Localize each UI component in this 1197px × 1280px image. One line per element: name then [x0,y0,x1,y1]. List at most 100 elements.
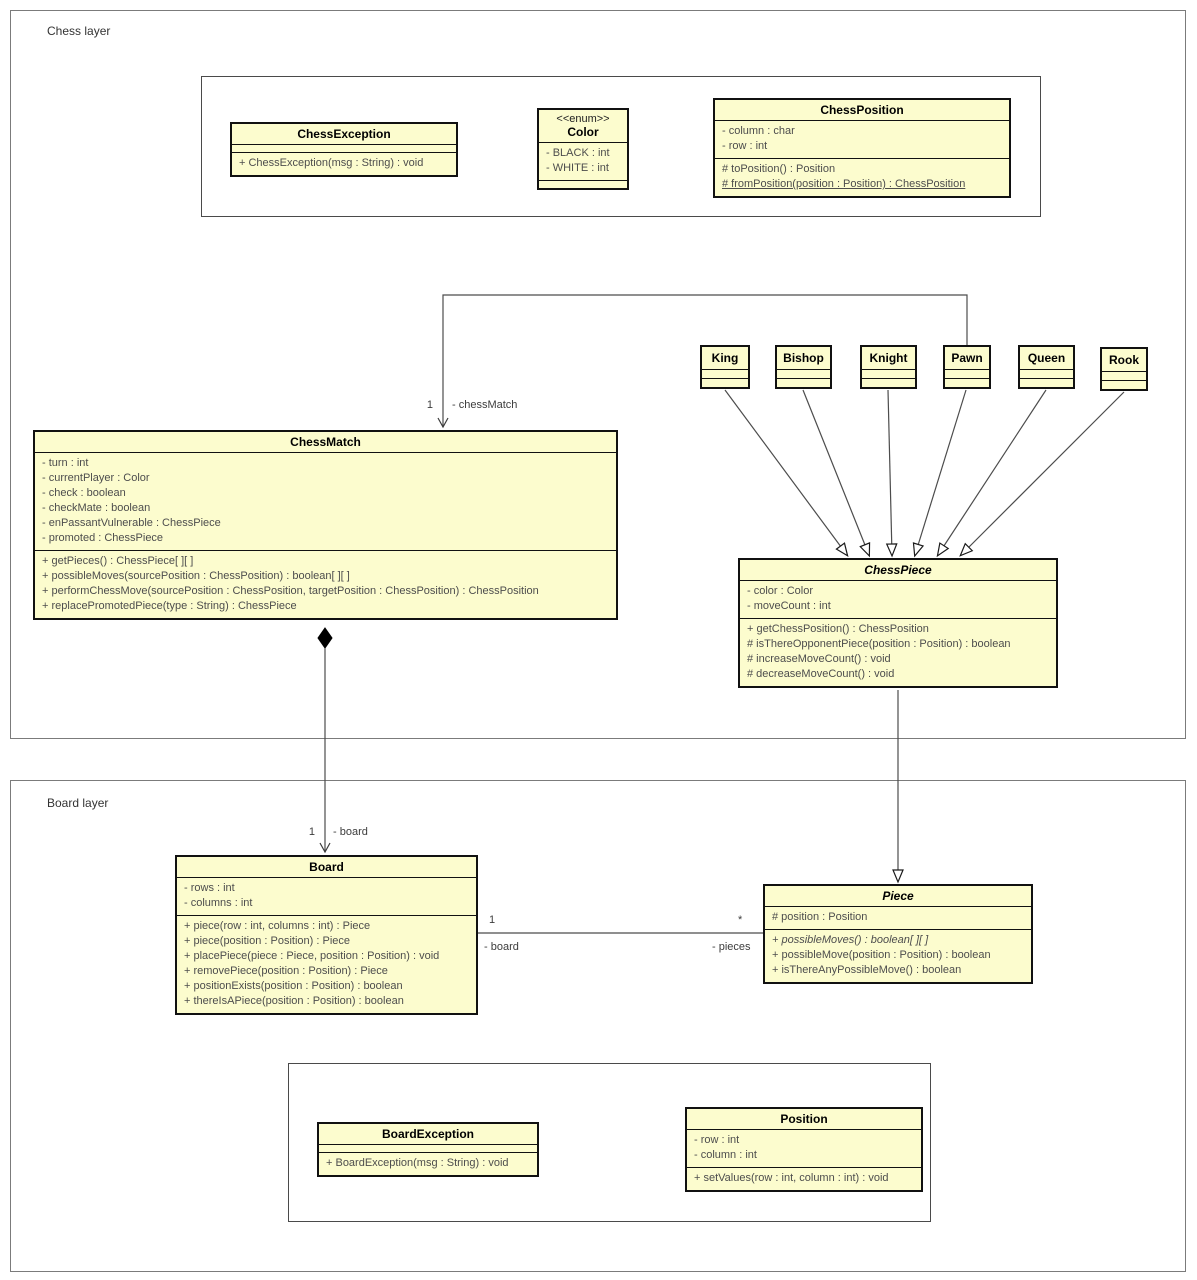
method: + getChessPosition() : ChessPosition [747,623,929,635]
class-title: Position [780,1112,828,1126]
methods-compartment-empty [539,180,627,188]
attribute: - column : char [722,125,795,137]
class-position: Position - row : int - column : int + se… [685,1107,923,1192]
method: # isThereOpponentPiece(position : Positi… [747,638,1011,650]
class-title: ChessPiece [864,563,932,577]
method: + getPieces() : ChessPiece[ ][ ] [42,555,194,567]
class-king: King [700,345,750,389]
methods-compartment-empty [777,378,830,387]
method: # toPosition() : Position [722,163,836,175]
attribute: - row : int [694,1134,740,1146]
method: + thereIsAPiece(position : Position) : b… [184,995,404,1007]
pawn-chessmatch-role: - chessMatch [452,399,518,411]
chess-layer-label: Chess layer [47,24,111,38]
class-chess-match: ChessMatch - turn : int - currentPlayer … [33,430,618,620]
class-title: ChessMatch [290,435,361,449]
methods-compartment: + possibleMoves() : boolean[ ][ ] + poss… [765,929,1031,982]
class-knight: Knight [860,345,917,389]
method: # decreaseMoveCount() : void [747,668,895,680]
board-piece-multiplicity-board-end: 1 [489,914,496,926]
attribute: - checkMate : boolean [42,502,151,514]
board-piece-role-board-end: - board [484,941,519,953]
method: + piece(position : Position) : Piece [184,935,351,947]
attributes-compartment: # position : Position [765,906,1031,929]
method: + possibleMove(position : Position) : bo… [772,949,991,961]
board-layer-label: Board layer [47,796,109,810]
class-title: Color [567,125,599,139]
attributes-compartment-empty [862,369,915,378]
match-board-multiplicity: 1 [308,826,315,838]
attributes-compartment-empty [777,369,830,378]
method: + piece(row : int, columns : int) : Piec… [184,920,371,932]
board-piece-role-piece-end: - pieces [712,941,751,953]
board-layer-frame [10,780,1186,1272]
method: + performChessMove(sourcePosition : Ches… [42,585,539,597]
class-queen: Queen [1018,345,1075,389]
class-chess-position: ChessPosition - column : char - row : in… [713,98,1011,198]
attributes-compartment: - turn : int - currentPlayer : Color - c… [35,452,616,550]
class-pawn: Pawn [943,345,991,389]
attributes-compartment: - BLACK : int - WHITE : int [539,142,627,180]
class-board-exception: BoardException + BoardException(msg : St… [317,1122,539,1177]
class-title: Bishop [783,351,824,365]
methods-compartment: + getChessPosition() : ChessPosition # i… [740,618,1056,686]
attribute: - turn : int [42,457,89,469]
attribute: - enPassantVulnerable : ChessPiece [42,517,221,529]
method: + positionExists(position : Position) : … [184,980,403,992]
attribute: - check : boolean [42,487,126,499]
attributes-compartment-empty [1020,369,1073,378]
class-chess-exception: ChessException + ChessException(msg : St… [230,122,458,177]
methods-compartment-empty [1102,380,1146,389]
pawn-chessmatch-multiplicity: 1 [426,399,433,411]
class-chess-piece: ChessPiece - color : Color - moveCount :… [738,558,1058,688]
method-static: # fromPosition(position : Position) : Ch… [722,178,966,190]
method-abstract: + possibleMoves() : boolean[ ][ ] [772,934,929,946]
methods-compartment: + piece(row : int, columns : int) : Piec… [177,915,476,1013]
class-title: Queen [1027,351,1066,365]
chess-layer-frame [10,10,1186,739]
attributes-compartment-empty [1102,371,1146,380]
attribute: # position : Position [772,911,868,923]
class-title: Board [309,860,344,874]
attributes-compartment-empty [319,1144,537,1152]
method: + ChessException(msg : String) : void [239,157,424,169]
attributes-compartment: - color : Color - moveCount : int [740,580,1056,618]
methods-compartment: + ChessException(msg : String) : void [232,152,456,175]
attribute: - moveCount : int [747,600,831,612]
class-title: ChessPosition [820,103,904,117]
class-bishop: Bishop [775,345,832,389]
class-title: ChessException [297,127,391,141]
class-title: Knight [869,351,908,365]
attribute: - row : int [722,140,768,152]
method: + setValues(row : int, column : int) : v… [694,1172,889,1184]
attributes-compartment: - row : int - column : int [687,1129,921,1167]
attribute: - BLACK : int [546,147,610,159]
methods-compartment-empty [1020,378,1073,387]
attribute: - promoted : ChessPiece [42,532,164,544]
methods-compartment: + setValues(row : int, column : int) : v… [687,1167,921,1190]
attributes-compartment-empty [702,369,748,378]
class-board: Board - rows : int - columns : int + pie… [175,855,478,1015]
attribute: - rows : int [184,882,235,894]
board-utils-groupbox [288,1063,931,1222]
attribute: - WHITE : int [546,162,609,174]
methods-compartment: + BoardException(msg : String) : void [319,1152,537,1175]
method: # increaseMoveCount() : void [747,653,891,665]
attribute: - columns : int [184,897,253,909]
match-board-role: - board [333,826,368,838]
attributes-compartment: - column : char - row : int [715,120,1009,158]
class-title: King [711,351,739,365]
attributes-compartment: - rows : int - columns : int [177,877,476,915]
class-rook: Rook [1100,347,1148,391]
method: + isThereAnyPossibleMove() : boolean [772,964,962,976]
class-color-enum: <<enum>> Color - BLACK : int - WHITE : i… [537,108,629,190]
chess-utils-groupbox [201,76,1041,217]
methods-compartment-empty [702,378,748,387]
class-title: Rook [1109,353,1139,367]
methods-compartment-empty [945,378,989,387]
attribute: - column : int [694,1149,757,1161]
method: + possibleMoves(sourcePosition : ChessPo… [42,570,350,582]
board-piece-multiplicity-piece-end: * [738,914,743,926]
stereotype: <<enum>> [556,113,610,125]
